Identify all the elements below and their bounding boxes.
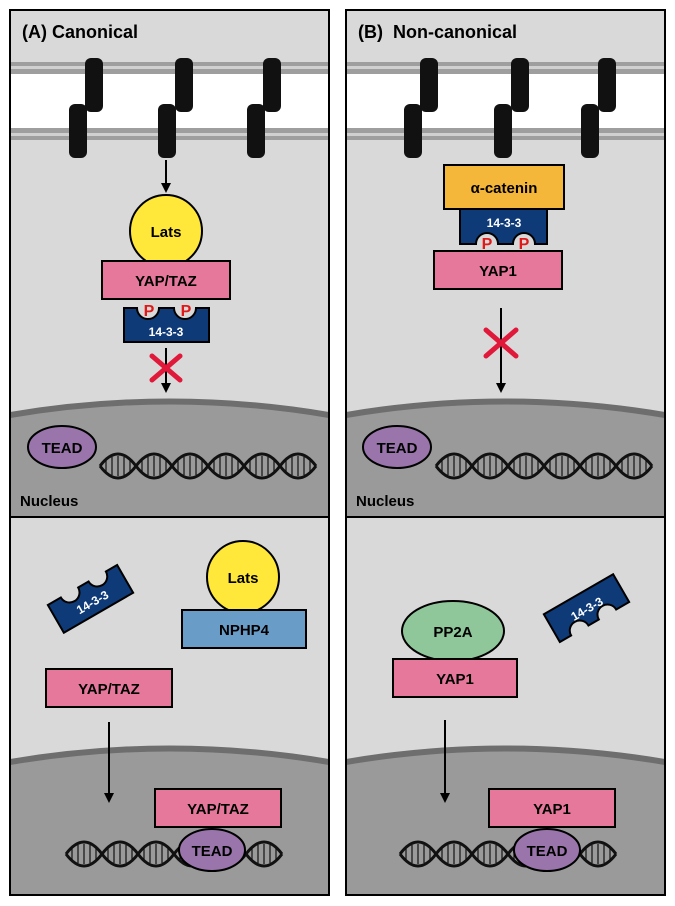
yap1-label: YAP1 — [479, 263, 517, 280]
block-x-icon — [483, 327, 519, 359]
panel-a: (A) Canonical Lats YAP/TAZ P P 14-3-3 TE… — [9, 9, 330, 896]
nuclear-yap1-box — [488, 788, 616, 828]
free-1433-block: 14-3-3 — [542, 572, 631, 644]
phospho-site-2: P — [519, 236, 530, 253]
nucleus-area — [346, 401, 665, 517]
adhesion-proteins — [69, 58, 281, 158]
tead-label: TEAD — [377, 440, 418, 457]
nuclear-tead-label: TEAD — [527, 843, 568, 860]
tead-ellipse — [27, 425, 97, 469]
yap-taz-label: YAP/TAZ — [135, 273, 197, 290]
alpha-catenin-label: α-catenin — [471, 180, 538, 197]
free-yap-taz-box — [45, 668, 173, 708]
panel-a-border — [9, 9, 330, 896]
panel-b-border — [345, 9, 666, 896]
lower-lats-label: Lats — [228, 570, 259, 587]
nphp4-box — [181, 609, 307, 649]
alpha-catenin-box — [443, 164, 565, 210]
protein-1433-block — [123, 307, 210, 343]
nuclear-yap-taz-box — [154, 788, 282, 828]
nucleus-area — [10, 401, 329, 517]
adhesion-proteins — [404, 58, 616, 158]
free-yap1-box — [392, 658, 518, 698]
nuclear-yap-taz-label: YAP/TAZ — [187, 801, 249, 818]
phospho-site-2: P — [181, 303, 192, 320]
panel-a-title: (A) Canonical — [22, 22, 138, 42]
nuclear-tead-ellipse — [513, 828, 581, 872]
free-yap-taz-label: YAP/TAZ — [78, 681, 140, 698]
block-x-icon — [149, 353, 183, 383]
pp2a-label: PP2A — [433, 624, 472, 641]
nucleus-label: Nucleus — [20, 493, 78, 510]
protein-1433-label: 14-3-3 — [487, 216, 522, 230]
tead-ellipse — [362, 425, 432, 469]
protein-1433-label: 14-3-3 — [149, 325, 184, 339]
free-yap1-label: YAP1 — [436, 671, 474, 688]
tead-label: TEAD — [42, 440, 83, 457]
phospho-site-1: P — [482, 236, 493, 253]
protein-1433-block — [459, 208, 548, 245]
yap-taz-box — [101, 260, 231, 300]
phospho-site-1: P — [144, 303, 155, 320]
nuclear-tead-label: TEAD — [192, 843, 233, 860]
free-1433-block: 14-3-3 — [46, 563, 135, 635]
nuclear-yap1-label: YAP1 — [533, 801, 571, 818]
yap1-box — [433, 250, 563, 290]
nphp4-label: NPHP4 — [219, 622, 270, 639]
panel-b: (B) Non-canonical α-catenin 14-3-3 P P Y… — [345, 9, 666, 896]
nuclear-tead-ellipse — [178, 828, 246, 872]
nucleus-label: Nucleus — [356, 493, 414, 510]
lats-label: Lats — [151, 224, 182, 241]
panel-b-title: (B) Non-canonical — [358, 22, 517, 42]
